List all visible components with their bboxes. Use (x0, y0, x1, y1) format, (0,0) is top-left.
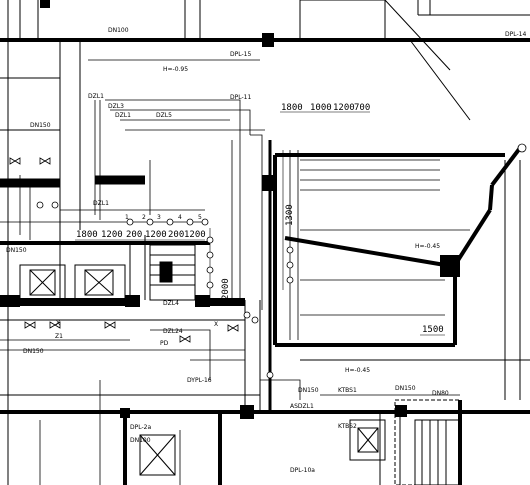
label-dzl5: DZL5 (156, 112, 172, 119)
dim-1200-a: 1200 (101, 230, 123, 240)
column-bottom-c (120, 408, 130, 418)
pipe-number-3: 3 (157, 214, 161, 221)
wall-right-diag-2 (488, 184, 494, 211)
pipe-number-4: 4 (178, 214, 182, 221)
label-dpl14: DPL-14 (505, 31, 526, 38)
column-core-b (125, 295, 140, 307)
valve-symbols (9, 157, 239, 343)
column-core-c (195, 295, 210, 307)
label-asdzl1: ASDZL1 (290, 403, 314, 410)
column-bottom-a (240, 405, 254, 419)
dimension-texts: 1800 1000 1200 700 1800 1200 200 1200 20… (76, 103, 444, 335)
pipe-numbers: 1 2 3 4 5 (125, 214, 202, 221)
dim-1500: 1500 (422, 325, 444, 335)
label-x-a: X (56, 320, 60, 327)
column-room-ne (262, 175, 274, 191)
label-ktbs1: KTBS1 (338, 387, 357, 394)
dim-700: 700 (354, 103, 370, 113)
label-ktbs2: KTBS2 (338, 423, 357, 430)
label-dpl2a: DPL-2a (130, 424, 151, 431)
wall-right-diag-1 (453, 208, 492, 267)
shaft-bottom-b (349, 419, 386, 461)
label-h045-b: H=-0.45 (345, 367, 370, 374)
label-z1: Z1 (55, 333, 63, 340)
dim-1200-b: 1200 (145, 230, 167, 240)
dim-1800-left: 1800 (76, 230, 98, 240)
label-dn150-right: DN150 (395, 385, 416, 392)
label-dn150-low: DN150 (23, 348, 44, 355)
label-h045-a: H=-0.45 (415, 243, 440, 250)
label-dn150-left: DN150 (30, 122, 51, 129)
label-x-b: X (214, 321, 218, 328)
wall-right-diag-3 (490, 146, 522, 187)
label-dn100-top: DN100 (108, 27, 129, 34)
wall-room-diagonal (284, 236, 446, 267)
label-dn100-bot: DN100 (130, 437, 151, 444)
dim-1000: 1000 (310, 103, 332, 113)
shaft-left-a (19, 264, 66, 301)
dim-2000: 2000 (221, 278, 231, 300)
pipe-fittings (36, 143, 527, 379)
dim-200-b: 200 (168, 230, 184, 240)
label-dzl1-c: DZL1 (93, 200, 109, 207)
pipe-number-1: 1 (125, 214, 129, 221)
stair-bottom-right (414, 419, 461, 485)
shaft-bottom-a (139, 434, 176, 476)
label-dypl16: DYPL-16 (187, 377, 212, 384)
stair-core (149, 244, 196, 301)
label-pd: PD (160, 340, 169, 347)
dim-1800-top: 1800 (281, 103, 303, 113)
dim-1200-c: 1200 (184, 230, 206, 240)
label-dpl11: DPL-11 (230, 94, 251, 101)
pipe-number-2: 2 (142, 214, 146, 221)
label-dzl1-a: DZL1 (88, 93, 104, 100)
column-top-left (40, 0, 50, 8)
pipe-lines (0, 59, 470, 485)
label-dpl10a: DPL-10a (290, 467, 315, 474)
shaft-left-b (74, 264, 126, 301)
label-dzl1-b: DZL1 (115, 112, 131, 119)
elevator-shafts (19, 0, 461, 485)
label-dn80: DN80 (432, 390, 449, 397)
text-labels: DN100 DPL-14 DPL-15 H=-0.95 DZL1 DZL3 DZ… (6, 27, 526, 474)
column-top-mid (262, 33, 274, 47)
dim-1200-top: 1200 (333, 103, 355, 113)
dim-1300: 1300 (285, 204, 295, 226)
label-dn150-mid: DN150 (6, 247, 27, 254)
label-dpl15: DPL-15 (230, 51, 251, 58)
label-dzl24: DZL24 (163, 328, 183, 335)
column-right (440, 255, 460, 277)
label-dzl3: DZL3 (108, 103, 124, 110)
label-dn150-bot: DN150 (298, 387, 319, 394)
dim-200-a: 200 (126, 230, 142, 240)
columns (0, 0, 460, 419)
label-h095: H=-0.95 (163, 66, 188, 73)
room-right-dashed (394, 399, 461, 485)
label-dzl4: DZL4 (163, 300, 179, 307)
pipe-number-5: 5 (198, 214, 202, 221)
column-bottom-b (395, 405, 407, 417)
column-core-a (0, 295, 20, 307)
room-top-right (299, 0, 386, 41)
